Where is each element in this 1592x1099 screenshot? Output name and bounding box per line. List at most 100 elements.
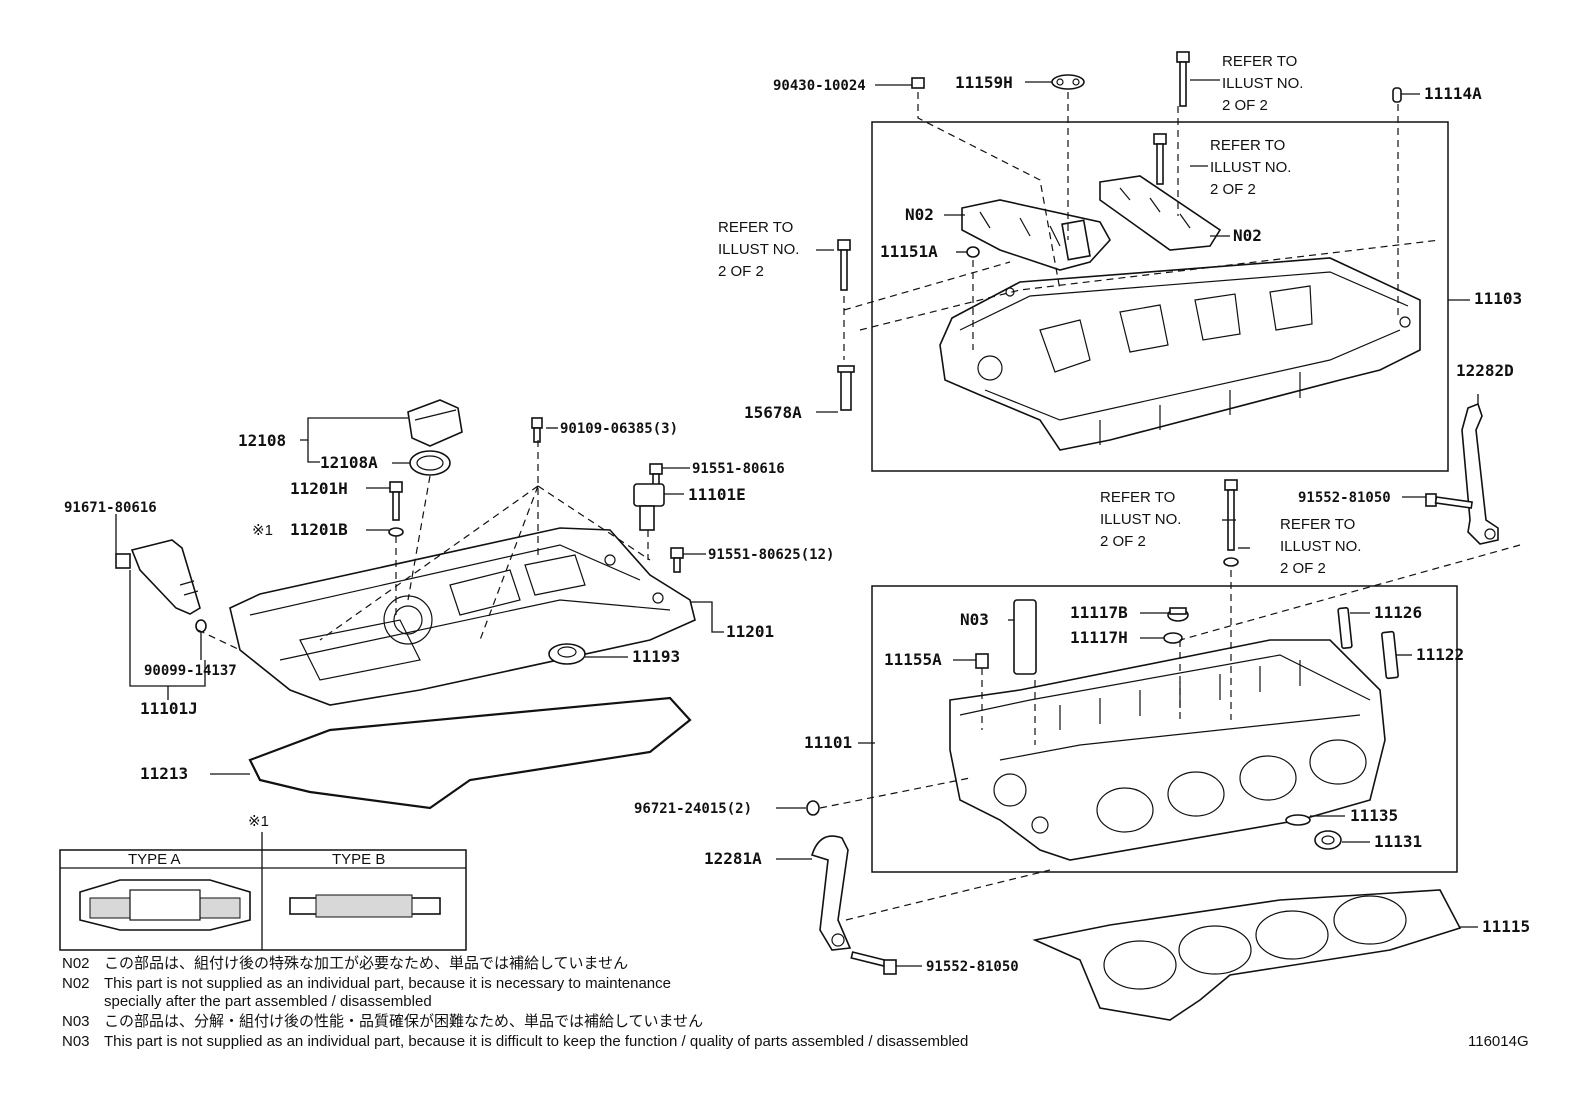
guide-11126 [1337,606,1353,650]
oring-90099 [195,619,207,633]
oil-filler-cap-12108 [407,399,463,447]
cylinder-head-drawing [949,639,1386,861]
seal-11135 [1285,814,1311,826]
washer-head-bolt [1223,557,1239,567]
plug-90430 [911,77,925,89]
svg-text:2 OF 2: 2 OF 2 [1280,560,1326,577]
bolt-91552-upper [1425,493,1473,509]
label-11101j: 11101J [140,699,198,718]
label-12282d: 12282D [1456,361,1514,380]
label-12108: 12108 [238,431,286,450]
bracket-12282d [1461,402,1499,545]
label-11193: 11193 [632,647,680,666]
label-91551-80625: 91551-80625(12) [708,547,834,563]
note-text: This part is not supplied as an individu… [104,1033,968,1050]
refer-note-left: REFER TO ILLUST NO. 2 OF 2 [718,219,799,280]
label-n02-left: N02 [905,205,934,224]
label-11201b: 11201B [290,520,348,539]
marker-type-box: ※1 [248,813,269,830]
svg-text:REFER TO: REFER TO [718,219,793,236]
camshaft-housing-drawing [939,175,1421,451]
camshaft-housing-frame [871,121,1449,472]
bolt-11201h [389,481,403,521]
gasket-12108a [409,450,451,476]
refer-note-top: REFER TO ILLUST NO. 2 OF 2 [1222,53,1303,114]
marker-11201b: ※1 [252,522,273,539]
label-90430-10024: 90430-10024 [773,78,866,94]
dashed-guides [197,92,1521,921]
label-n03: N03 [960,610,989,629]
label-90099-14137: 90099-14137 [144,663,237,679]
svg-text:REFER TO: REFER TO [1222,53,1297,70]
sensor-11101e [633,483,665,531]
label-n02-right: N02 [1233,226,1262,245]
note-text: この部品は、分解・組付け後の性能・品質確保が困難なため、単品では補給していません [104,1012,703,1030]
note-code: N03 [62,1033,90,1050]
sleeve-15678a [837,365,855,411]
label-11117h: 11117H [1070,628,1128,647]
label-11115: 11115 [1482,917,1530,936]
label-12108a: 12108A [320,453,378,472]
note-text: This part is not supplied as an individu… [104,975,671,992]
note-code: N02 [62,955,90,972]
label-11201h: 11201H [290,479,348,498]
svg-text:REFER TO: REFER TO [1280,516,1355,533]
guide-11122 [1381,630,1399,680]
svg-text:ILLUST NO.: ILLUST NO. [1100,511,1181,528]
svg-text:2 OF 2: 2 OF 2 [1210,181,1256,198]
leader-lines [115,79,1479,967]
note-code: N02 [62,975,90,992]
refer-note-right: REFER TO ILLUST NO. 2 OF 2 [1280,516,1361,577]
label-11101e: 11101E [688,485,746,504]
label-11114a: 11114A [1424,84,1482,103]
label-11131: 11131 [1374,832,1422,851]
label-91671-80616: 91671-80616 [64,500,157,516]
oring-96721 [806,800,820,816]
label-type-b: TYPE B [332,851,385,868]
seal-11131 [1314,830,1342,850]
bolt-upper-right [1153,133,1167,185]
gasket-11159h [1051,74,1085,90]
oil-control-valve-11101j [115,539,201,615]
diagram-code: 116014G [1468,1033,1529,1050]
label-11151a: 11151A [880,242,938,261]
label-11213: 11213 [140,764,188,783]
label-91552-81050-lower: 91552-81050 [926,959,1019,975]
bolt-top-center [1176,51,1190,107]
svg-text:ILLUST NO.: ILLUST NO. [718,241,799,258]
grommet-11201b [388,527,404,537]
bolt-90109 [531,417,543,443]
bolt-left-refer [837,239,851,291]
label-91552-81050-upper: 91552-81050 [1298,490,1391,506]
seal-11193 [548,643,586,665]
refer-note-upper-right: REFER TO ILLUST NO. 2 OF 2 [1210,137,1291,198]
refer-note-center: REFER TO ILLUST NO. 2 OF 2 [1100,489,1181,550]
label-11135: 11135 [1350,806,1398,825]
sleeve-11155a [975,653,989,669]
svg-text:REFER TO: REFER TO [1210,137,1285,154]
label-type-a: TYPE A [128,851,181,868]
label-11103: 11103 [1474,289,1522,308]
pin-11114a [1392,87,1402,103]
label-15678a: 15678A [744,403,802,422]
note-code: N03 [62,1013,90,1030]
svg-text:2 OF 2: 2 OF 2 [1100,533,1146,550]
label-11122: 11122 [1416,645,1464,664]
gasket-11213 [248,696,692,810]
label-96721-24015: 96721-24015(2) [634,801,752,817]
head-cover-drawing [229,527,696,706]
footnotes: N02 この部品は、組付け後の特殊な加工が必要なため、単品では補給していません … [62,955,968,1050]
svg-text:ILLUST NO.: ILLUST NO. [1222,75,1303,92]
label-11117b: 11117B [1070,603,1128,622]
label-11155a: 11155A [884,650,942,669]
bolt-91551-80625 [670,547,684,573]
seal-11117b [1167,607,1189,622]
bolt-91552-lower [850,951,897,975]
washer-11117h [1163,632,1183,644]
svg-text:ILLUST NO.: ILLUST NO. [1210,159,1291,176]
head-gasket-11115 [1032,889,1462,1021]
label-12281a: 12281A [704,849,762,868]
label-11159h: 11159H [955,73,1013,92]
